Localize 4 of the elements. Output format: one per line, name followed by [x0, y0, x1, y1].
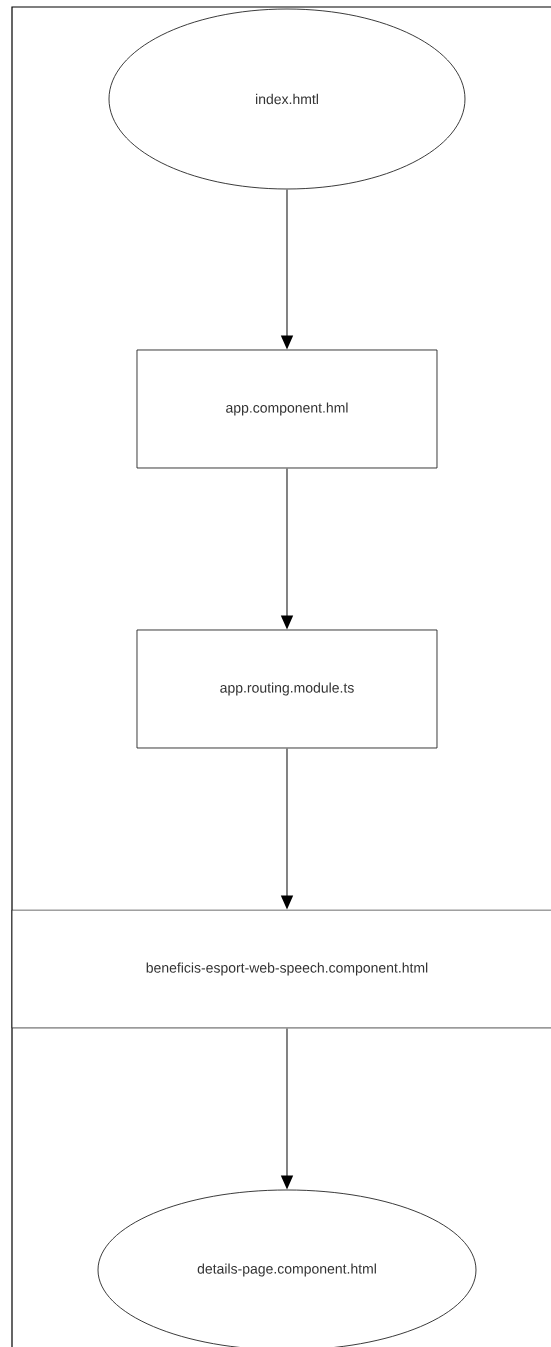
ellipse-node: index.hmtl — [108, 8, 466, 190]
process-box: app.routing.module.ts — [136, 629, 438, 749]
process-box: beneficis-esport-web-speech.component.html — [11, 909, 551, 1029]
process-box: app.component.hml — [136, 349, 438, 469]
